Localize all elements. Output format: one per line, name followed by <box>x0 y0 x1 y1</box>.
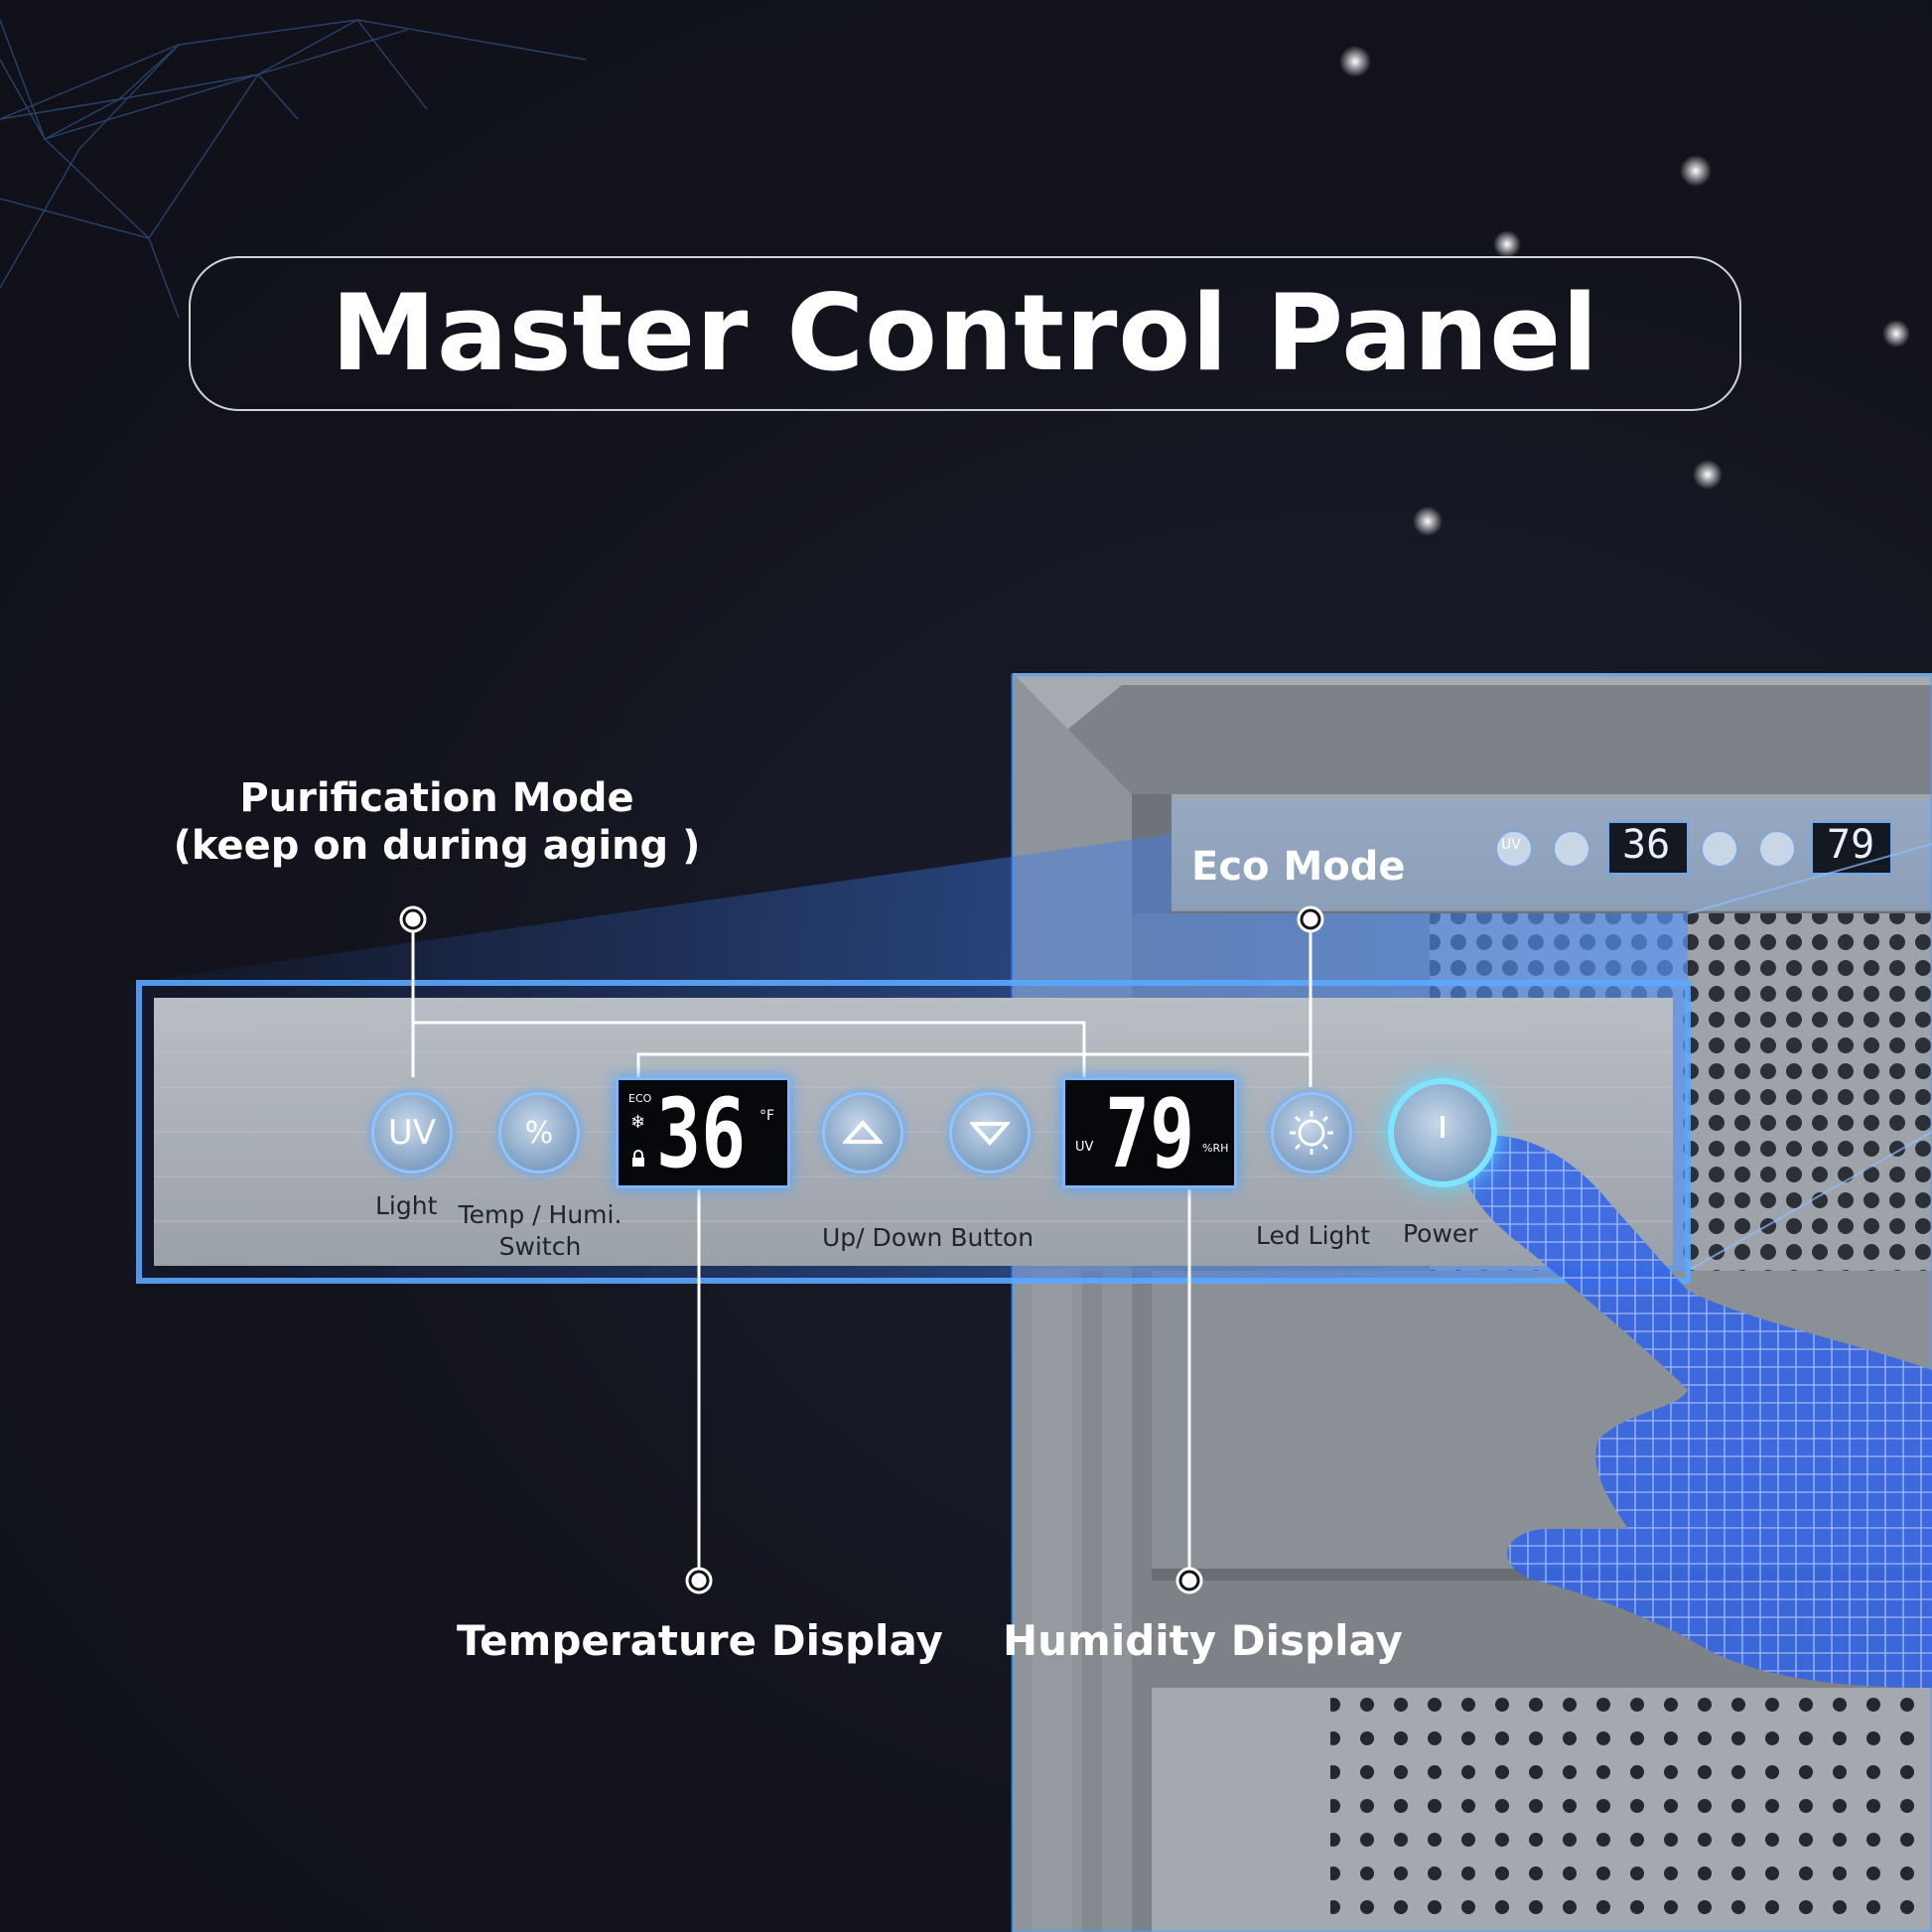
mini-temperature-value: 36 <box>1622 822 1671 868</box>
snowflake-icon: ❄ <box>630 1112 646 1133</box>
temp-humi-switch-button[interactable]: % <box>498 1092 580 1173</box>
temp-humi-caption-line2: Switch <box>498 1232 582 1261</box>
humidity-unit: %RH <box>1202 1142 1229 1155</box>
mini-uv-icon: UV <box>1501 837 1521 853</box>
humidity-value: 79 <box>1105 1078 1195 1189</box>
temperature-display: ECO ❄ 36 °F <box>616 1077 790 1188</box>
network-lines <box>0 19 587 319</box>
led-light-button[interactable] <box>1271 1092 1352 1173</box>
humidity-display: UV 79 %RH <box>1062 1077 1237 1188</box>
lock-icon <box>630 1150 646 1172</box>
uv-icon: UV <box>387 1113 437 1153</box>
humidity-display-callout: Humidity Display <box>1003 1616 1403 1665</box>
purification-mode-callout: Purification Mode (keep on during aging … <box>139 774 735 870</box>
snowflake-percent-icon: % <box>524 1115 554 1151</box>
power-button[interactable] <box>1388 1078 1497 1187</box>
purification-note: (keep on during aging ) <box>173 823 701 869</box>
led-light-caption: Led Light <box>1256 1221 1371 1250</box>
temp-humi-caption: Temp / Humi. Switch <box>455 1199 625 1263</box>
power-icon <box>1394 1084 1491 1181</box>
purification-title: Purification Mode <box>239 775 634 821</box>
stars <box>1339 46 1910 536</box>
down-button[interactable] <box>949 1092 1031 1173</box>
mini-humidity-value: 79 <box>1827 822 1875 868</box>
connector-dots <box>399 905 1324 1594</box>
temperature-value: 36 <box>656 1078 747 1189</box>
up-arrow-icon <box>825 1095 900 1171</box>
eco-indicator: ECO <box>628 1092 652 1105</box>
temp-humi-caption-line1: Temp / Humi. <box>458 1200 622 1229</box>
page-title: Master Control Panel <box>331 272 1599 394</box>
eco-mode-callout: Eco Mode <box>1191 844 1406 890</box>
panel-glow <box>136 980 1691 1284</box>
temperature-unit: °F <box>759 1108 775 1124</box>
wireframe-hand <box>1459 1135 1932 1688</box>
updown-caption: Up/ Down Button <box>822 1223 1035 1252</box>
up-button[interactable] <box>822 1092 903 1173</box>
power-caption: Power <box>1403 1219 1478 1248</box>
uv-light-button[interactable]: UV <box>371 1092 453 1173</box>
title-frame <box>189 256 1741 411</box>
uv-indicator: UV <box>1075 1140 1094 1155</box>
sun-icon <box>1274 1095 1349 1171</box>
temperature-display-callout: Temperature Display <box>457 1616 943 1665</box>
light-caption: Light <box>375 1191 438 1220</box>
down-arrow-icon <box>952 1095 1028 1171</box>
